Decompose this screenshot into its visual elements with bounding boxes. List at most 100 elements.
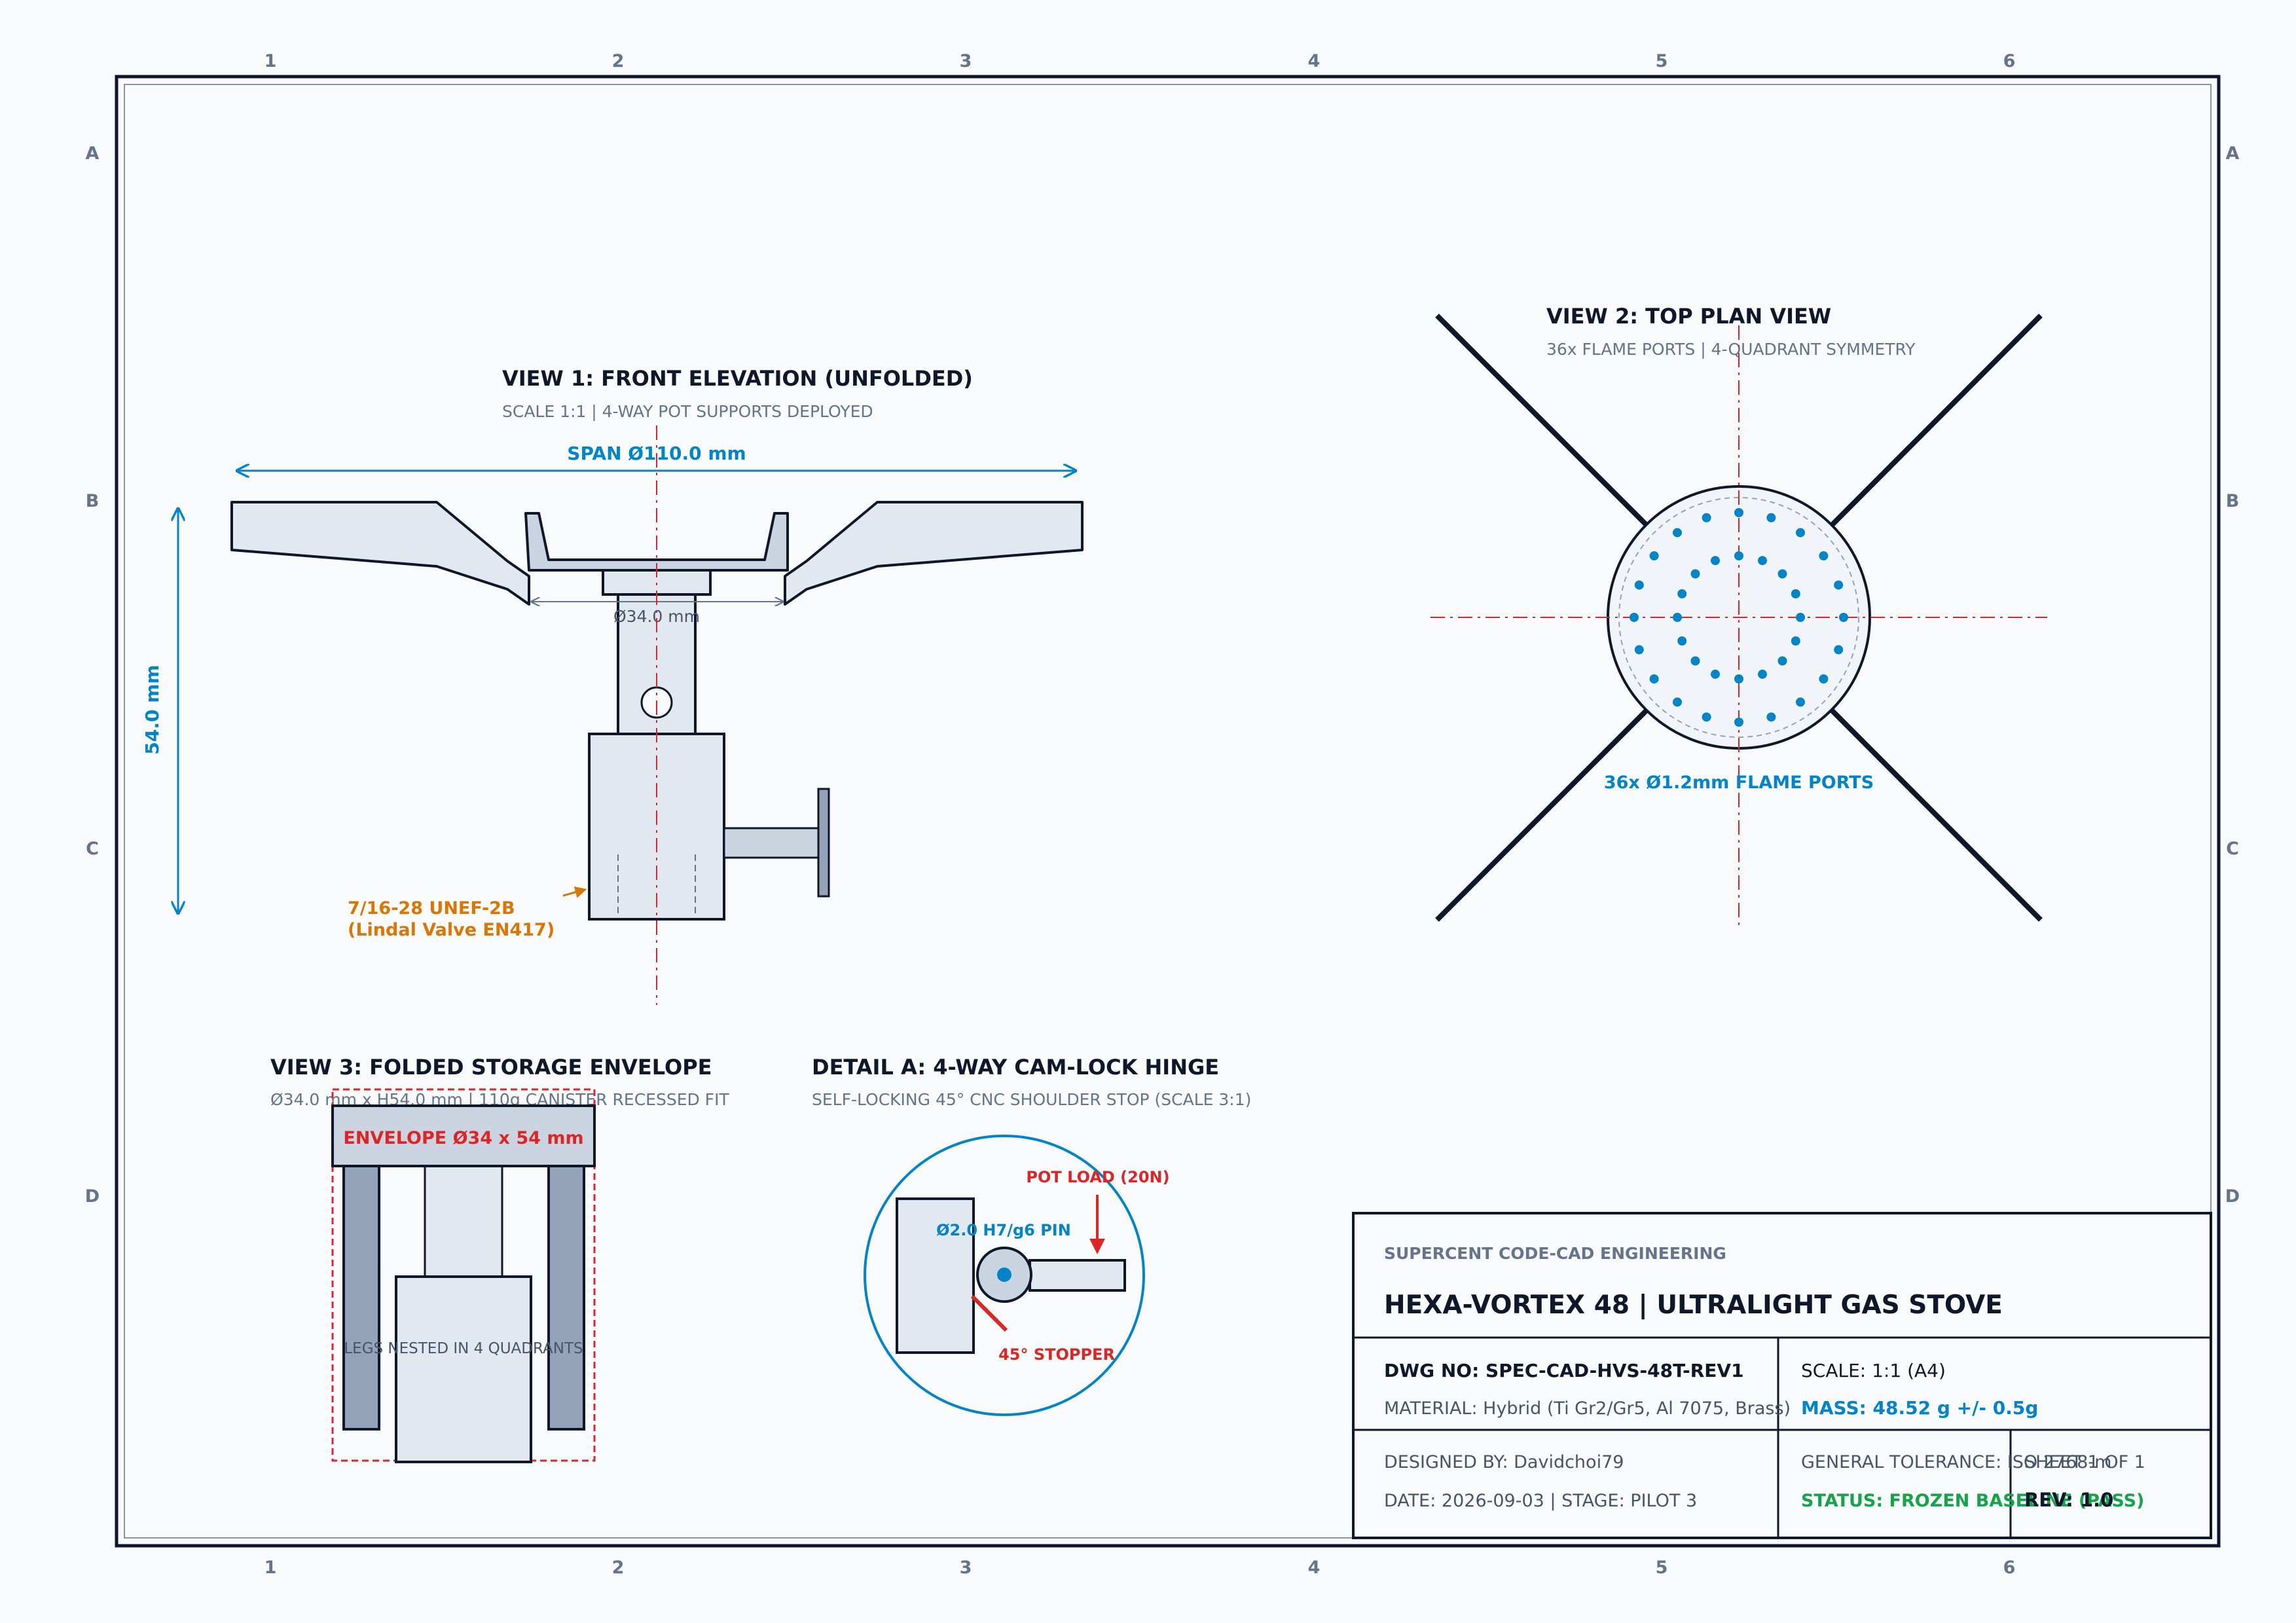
stopper-label: 45° STOPPER xyxy=(998,1345,1115,1364)
flame-port xyxy=(1630,613,1639,622)
flame-port xyxy=(1673,528,1682,538)
grid-row-c-left: C xyxy=(86,839,99,859)
view1-title: VIEW 1: FRONT ELEVATION (UNFOLDED) xyxy=(502,366,973,391)
view3-title: VIEW 3: FOLDED STORAGE ENVELOPE xyxy=(270,1055,712,1080)
detail-a-title: DETAIL A: 4-WAY CAM-LOCK HINGE xyxy=(812,1055,1219,1080)
grid-col-2-top: 2 xyxy=(612,51,625,71)
detail-a-hinge: DETAIL A: 4-WAY CAM-LOCK HINGE SELF-LOCK… xyxy=(812,1055,1251,1416)
flame-port xyxy=(1758,669,1767,679)
grid-col-3-top: 3 xyxy=(960,51,972,71)
flame-port xyxy=(1734,551,1743,560)
flame-port xyxy=(1734,674,1743,684)
pot-load-label: POT LOAD (20N) xyxy=(1026,1168,1169,1186)
flame-port xyxy=(1791,636,1800,646)
drawing-scale: SCALE: 1:1 (A4) xyxy=(1801,1360,1946,1381)
pin-label: Ø2.0 H7/g6 PIN xyxy=(936,1221,1071,1239)
flame-port xyxy=(1690,656,1700,666)
grid-col-5-bottom: 5 xyxy=(1656,1558,1668,1578)
view1-front-elevation: VIEW 1: FRONT ELEVATION (UNFOLDED) SCALE… xyxy=(141,366,1084,1005)
folded-leg-left xyxy=(342,1164,380,1431)
folded-leg-right xyxy=(547,1164,585,1431)
grid-row-a-left: A xyxy=(86,143,100,164)
flame-port xyxy=(1690,569,1700,579)
grid-row-c-right: C xyxy=(2226,839,2239,859)
detail-a-boundary xyxy=(864,1135,1145,1416)
title-block: SUPERCENT CODE-CAD ENGINEERING HEXA-VORT… xyxy=(1352,1212,2212,1539)
plan-leg-bottom-left xyxy=(1435,705,1652,922)
thread-callout-line1: 7/16-28 UNEF-2B xyxy=(348,898,515,919)
grid-col-3-bottom: 3 xyxy=(960,1558,972,1578)
right-pot-support-arm xyxy=(784,501,1084,606)
flame-port xyxy=(1834,580,1844,590)
view2-title: VIEW 2: TOP PLAN VIEW xyxy=(1546,304,1831,329)
folded-stem xyxy=(424,1164,503,1278)
flame-port xyxy=(1634,645,1644,655)
hinge-pin xyxy=(997,1267,1011,1282)
grid-row-b-right: B xyxy=(2226,491,2240,511)
grid-col-1-bottom: 1 xyxy=(264,1558,277,1578)
thread-callout-leader xyxy=(562,886,587,898)
revision: REV: 1.0 xyxy=(2024,1489,2113,1511)
envelope-label: ENVELOPE Ø34 x 54 mm xyxy=(343,1128,583,1148)
flame-port xyxy=(1702,513,1711,522)
flame-port xyxy=(1673,697,1682,707)
mass-spec: MASS: 48.52 g +/- 0.5g xyxy=(1801,1397,2038,1419)
grid-col-4-top: 4 xyxy=(1308,51,1321,71)
height-dimension-label: 54.0 mm xyxy=(141,665,163,754)
flame-port xyxy=(1702,712,1711,722)
folded-valve-body xyxy=(395,1275,532,1463)
grid-column-labels-bottom: 1 2 3 4 5 6 xyxy=(264,1558,2016,1578)
envelope-boundary xyxy=(331,1088,596,1462)
detail-a-subtitle: SELF-LOCKING 45° CNC SHOULDER STOP (SCAL… xyxy=(812,1090,1251,1109)
grid-col-2-bottom: 2 xyxy=(612,1558,625,1578)
flame-ports xyxy=(1630,508,1848,727)
flame-port xyxy=(1766,712,1776,722)
plan-leg-top-left xyxy=(1435,314,1652,530)
title-block-frame xyxy=(1352,1212,2212,1539)
hinge-block xyxy=(896,1197,975,1354)
flame-port xyxy=(1796,697,1805,707)
company-name: SUPERCENT CODE-CAD ENGINEERING xyxy=(1384,1244,1726,1263)
flame-port xyxy=(1649,674,1659,684)
drawing-title: HEXA-VORTEX 48 | ULTRALIGHT GAS STOVE xyxy=(1384,1290,2003,1320)
grid-row-labels-left: A B C D xyxy=(85,143,100,1207)
flame-port xyxy=(1734,508,1743,517)
folded-head-plate xyxy=(331,1104,596,1167)
flame-port xyxy=(1796,528,1805,538)
grid-row-d-left: D xyxy=(85,1186,100,1207)
flame-port xyxy=(1819,551,1829,560)
grid-row-b-left: B xyxy=(86,491,100,511)
hinge-arm xyxy=(1029,1259,1126,1292)
grid-col-4-bottom: 4 xyxy=(1308,1558,1321,1578)
grid-col-5-top: 5 xyxy=(1656,51,1668,71)
view2-top-plan: VIEW 2: TOP PLAN VIEW 36x FLAME PORTS | … xyxy=(1430,304,2047,926)
flame-port xyxy=(1677,636,1687,646)
valve-knob xyxy=(817,788,830,898)
flame-port xyxy=(1791,589,1800,598)
flame-port xyxy=(1766,513,1776,522)
flame-port xyxy=(1796,613,1805,622)
legs-nested-label: LEGS NESTED IN 4 QUADRANTS xyxy=(344,1340,583,1357)
flame-port xyxy=(1819,674,1829,684)
stopper-line xyxy=(970,1294,1008,1332)
grid-row-a-right: A xyxy=(2226,143,2240,164)
date-stage: DATE: 2026-09-03 | STAGE: PILOT 3 xyxy=(1384,1491,1697,1511)
flame-port xyxy=(1711,556,1720,566)
flame-port xyxy=(1839,613,1848,622)
burner-head-pitch-circle xyxy=(1618,497,1859,738)
flame-port xyxy=(1734,718,1743,727)
grid-column-labels-top: 1 2 3 4 5 6 xyxy=(264,51,2016,71)
view3-folded-envelope: VIEW 3: FOLDED STORAGE ENVELOPE Ø34.0 mm… xyxy=(270,1055,729,1463)
grid-col-6-top: 6 xyxy=(2003,51,2016,71)
flame-ports-label: 36x Ø1.2mm FLAME PORTS xyxy=(1604,773,1874,793)
flame-port xyxy=(1758,556,1767,566)
valve-spindle xyxy=(723,827,820,859)
flame-port xyxy=(1649,551,1659,560)
flame-port xyxy=(1677,589,1687,598)
plan-leg-top-right xyxy=(1827,314,2043,530)
drawing-number: DWG NO: SPEC-CAD-HVS-48T-REV1 xyxy=(1384,1360,1744,1381)
flame-port xyxy=(1711,669,1720,679)
view2-subtitle: 36x FLAME PORTS | 4-QUADRANT SYMMETRY xyxy=(1546,340,1916,359)
grid-col-1-top: 1 xyxy=(264,51,277,71)
